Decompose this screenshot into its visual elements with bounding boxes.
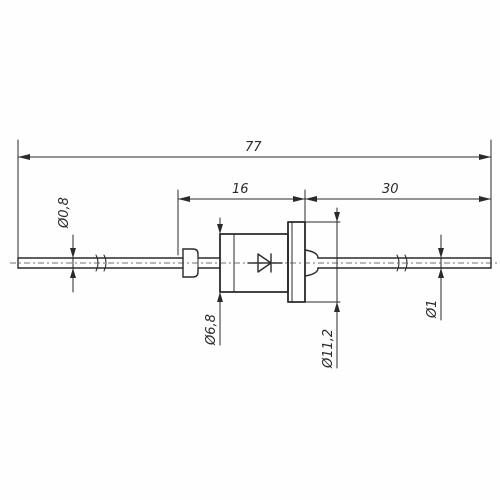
label-right-lead-diameter: Ø1 — [425, 299, 440, 319]
label-flange-diameter: Ø11,2 — [321, 329, 336, 369]
arrow-body-diameter-top — [217, 224, 223, 234]
left-lead-break-2 — [103, 254, 107, 272]
arrow-flange-bottom — [334, 302, 340, 312]
flange — [287, 221, 319, 303]
arrow-right-lead-bottom — [438, 268, 444, 278]
crimp-top — [182, 248, 221, 259]
arrow-left-lead-top — [70, 248, 76, 258]
flange-fillet-bottom — [304, 267, 319, 277]
dimension-overall: 77 — [17, 139, 492, 266]
arrow-lead-right — [479, 196, 491, 202]
label-lead-length: 30 — [382, 182, 399, 197]
label-left-lead-diameter: Ø0,8 — [57, 197, 72, 229]
flange-outline — [287, 221, 306, 303]
dimension-lead: 30 — [304, 182, 492, 202]
dimension-left-lead-diameter: Ø0,8 — [57, 197, 76, 293]
arrow-overall-left — [18, 154, 30, 160]
flange-fillet-top — [304, 249, 319, 259]
dimension-right-lead-diameter: Ø1 — [425, 234, 444, 321]
label-body-length: 16 — [232, 182, 249, 197]
arrow-left-lead-bottom — [70, 268, 76, 278]
right-lead-break-1 — [396, 254, 400, 272]
arrow-flange-top — [334, 212, 340, 222]
dimension-flange-diameter: Ø11,2 — [304, 207, 341, 369]
crimp-bottom — [182, 267, 221, 278]
right-lead — [317, 254, 492, 272]
arrow-body-left — [178, 196, 190, 202]
arrow-body-diameter-bottom — [217, 292, 223, 302]
arrow-right-lead-top — [438, 248, 444, 258]
arrow-lead-left — [305, 196, 317, 202]
arrow-overall-right — [479, 154, 491, 160]
arrow-body-right — [293, 196, 305, 202]
label-overall-length: 77 — [245, 140, 262, 155]
left-lead — [17, 254, 184, 272]
dimension-body-diameter: Ø6,8 — [204, 217, 223, 346]
dimension-body: 16 — [177, 182, 306, 256]
label-body-diameter: Ø6,8 — [204, 314, 219, 346]
